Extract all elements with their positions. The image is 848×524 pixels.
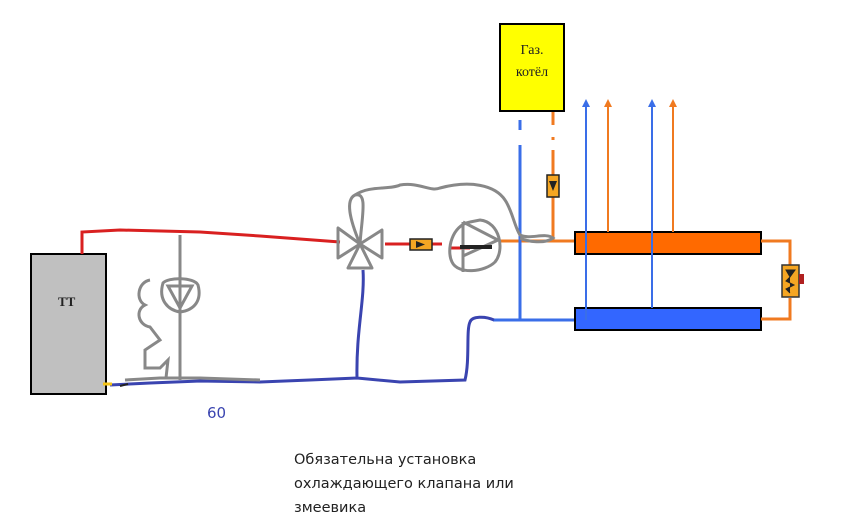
check-valve-supply-arrow bbox=[416, 241, 425, 248]
note-line-1: Обязательна установка bbox=[294, 452, 477, 468]
check-valve-gas-arrow bbox=[549, 181, 557, 191]
sketch-bypass-loop bbox=[354, 182, 556, 244]
black-mark bbox=[119, 383, 129, 387]
arrow-up-orange-1 bbox=[604, 99, 612, 107]
pump bbox=[448, 218, 502, 273]
tt-boiler bbox=[30, 253, 107, 395]
bypass-pipe bbox=[761, 239, 792, 321]
return-pipe-dark-blue bbox=[109, 269, 495, 387]
supply-pipe-red bbox=[80, 228, 341, 254]
gas-boiler-label-line-2: котёл bbox=[515, 65, 549, 80]
arrow-up-blue-1 bbox=[582, 99, 590, 107]
arrow-up-orange-2 bbox=[669, 99, 677, 107]
gas-boiler bbox=[499, 23, 565, 112]
arrow-up-blue-2 bbox=[648, 99, 656, 107]
return-manifold bbox=[574, 307, 762, 331]
gas-boiler-label-line-1: Газ. bbox=[520, 43, 544, 58]
spring-icon bbox=[785, 269, 796, 294]
bypass-valve-knob bbox=[799, 274, 804, 284]
note-text: Обязательна установка охлаждающего клапа… bbox=[294, 448, 514, 520]
tt-boiler-label: ТТ bbox=[58, 294, 76, 309]
three-way-valve bbox=[336, 193, 384, 270]
note-line-3: змеевика bbox=[294, 500, 367, 516]
supply-manifold bbox=[574, 231, 762, 255]
note-line-2: охлаждающего клапана или bbox=[294, 476, 514, 492]
temperature-label: 60 bbox=[207, 404, 227, 422]
gas-boiler-label: Газ. котёл bbox=[500, 40, 564, 84]
sketch-valve bbox=[124, 235, 261, 382]
